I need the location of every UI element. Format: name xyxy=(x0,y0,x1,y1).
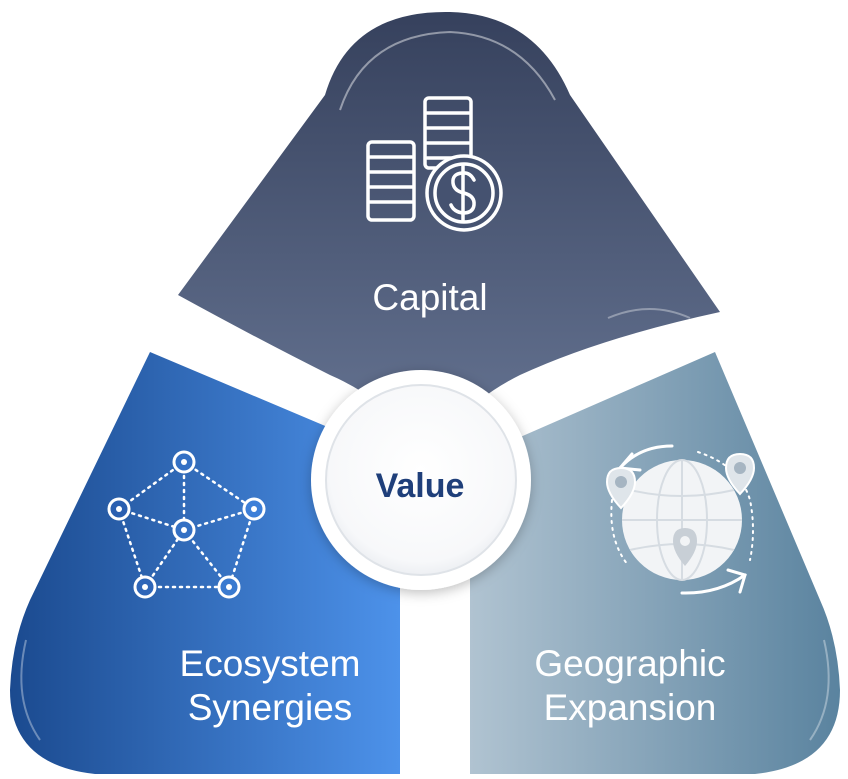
segment-capital xyxy=(178,11,720,420)
segment-capital-highlight xyxy=(607,308,691,319)
segment-ecosystem xyxy=(10,352,400,774)
segment-ecosystem-shape xyxy=(10,352,400,774)
coins-dollar-icon xyxy=(366,96,503,232)
segment-geographic-label-line: Geographic xyxy=(534,643,726,684)
segment-ecosystem-highlight xyxy=(20,639,41,741)
segment-capital-label: Capital xyxy=(330,276,530,320)
center-circle xyxy=(311,370,531,590)
globe-location-icon xyxy=(605,444,756,595)
segment-ecosystem-label: Ecosystem Synergies xyxy=(140,642,400,730)
segment-ecosystem-label-line: Synergies xyxy=(187,687,353,728)
segment-capital-label-line: Capital xyxy=(372,277,488,318)
center-label: Value xyxy=(375,467,465,505)
segment-capital-highlight xyxy=(339,30,556,111)
segment-geographic-highlight xyxy=(809,639,830,741)
segment-ecosystem-label-line: Ecosystem xyxy=(179,643,361,684)
segment-geographic xyxy=(470,352,840,774)
segment-geographic-label-line: Expansion xyxy=(543,687,717,728)
network-icon xyxy=(107,450,266,599)
segment-geographic-label: Geographic Expansion xyxy=(500,642,760,730)
